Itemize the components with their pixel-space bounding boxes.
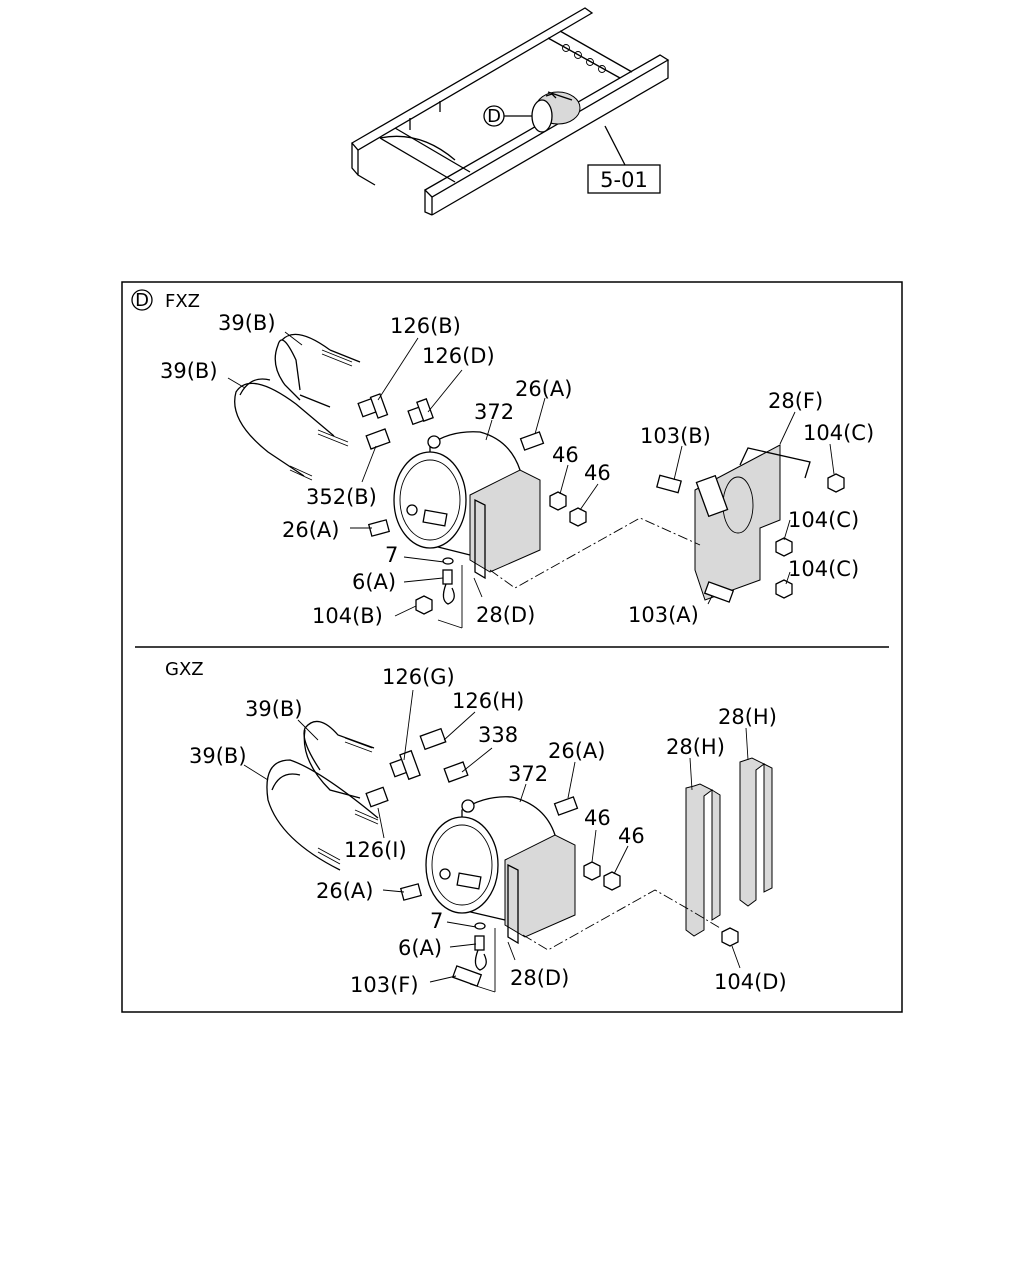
fitting-126i (365, 786, 389, 808)
label-104c-mid: 104(C) (788, 508, 859, 532)
plug-26a-top (519, 431, 545, 451)
label-338: 338 (478, 723, 518, 747)
label-103b: 103(B) (640, 424, 711, 448)
label-46-b: 46 (584, 461, 611, 485)
label-126d: 126(D) (422, 344, 495, 368)
chassis-frame-overview: D 5-01 (350, 7, 670, 216)
bolt-103a (703, 581, 735, 603)
label-46-b-gxz: 46 (618, 824, 645, 848)
label-46-a: 46 (552, 443, 579, 467)
label-103a: 103(A) (628, 603, 699, 627)
label-7-gxz: 7 (430, 909, 443, 933)
label-28d: 28(D) (476, 603, 535, 627)
label-26a-top-gxz: 26(A) (548, 739, 605, 763)
detail-frame (121, 281, 903, 1013)
label-28h-left: 28(H) (666, 735, 725, 759)
panel-fxz: D FXZ (131, 289, 874, 629)
nut-46-b-gxz (603, 871, 621, 891)
reference-box-label: 5-01 (600, 168, 648, 192)
fitting-126h (419, 727, 447, 751)
label-39b-upper: 39(B) (218, 311, 276, 335)
label-6a: 6(A) (352, 570, 396, 594)
label-126g: 126(G) (382, 665, 455, 689)
label-104b: 104(B) (312, 604, 383, 628)
label-372-gxz: 372 (508, 762, 548, 786)
bolt-103f (451, 965, 483, 987)
label-39b-lower: 39(B) (160, 359, 218, 383)
label-26a-top: 26(A) (515, 377, 572, 401)
label-39b-lower-gxz: 39(B) (189, 744, 247, 768)
drain-valve-6a (442, 569, 453, 585)
channel-28h-right (739, 757, 773, 907)
label-26a-front: 26(A) (282, 518, 339, 542)
label-28h-right: 28(H) (718, 705, 777, 729)
ubolt-gxz-upper (303, 720, 375, 771)
label-126h: 126(H) (452, 689, 524, 713)
nut-46-b (569, 507, 587, 527)
nut-46-a-gxz (583, 861, 601, 881)
label-39b-upper-gxz: 39(B) (245, 697, 303, 721)
tee-338 (443, 761, 469, 783)
plug-26a-front (367, 519, 391, 537)
washer-7-gxz (474, 922, 486, 930)
reference-box (587, 164, 661, 194)
washer-7 (442, 557, 454, 565)
nut-46-a (549, 491, 567, 511)
label-103f: 103(F) (350, 973, 419, 997)
adapter-352b (365, 428, 391, 450)
label-6a-gxz: 6(A) (398, 936, 442, 960)
nut-104d (721, 927, 739, 947)
ubolt-upper-a (274, 339, 301, 401)
callout-d-letter: D (487, 106, 501, 127)
label-46-a-gxz: 46 (584, 806, 611, 830)
label-26a-front-gxz: 26(A) (316, 879, 373, 903)
model-gxz-label: GXZ (165, 659, 204, 680)
nut-104c-low (775, 579, 793, 599)
label-104c-top: 104(C) (803, 421, 874, 445)
tank-band-gxz (504, 834, 576, 938)
label-7: 7 (385, 543, 398, 567)
nut-104b (415, 595, 433, 615)
bolt-103b (656, 474, 682, 494)
label-104d: 104(D) (714, 970, 787, 994)
label-104c-low: 104(C) (788, 557, 859, 581)
label-352b: 352(B) (306, 485, 377, 509)
tank-band-fxz (469, 469, 541, 573)
nut-104c-top (827, 473, 845, 493)
panel-callout-d-marker (131, 289, 153, 311)
plug-26a-front-gxz (399, 883, 423, 901)
panel-callout-d-letter: D (135, 290, 149, 311)
bracket-28f (694, 444, 781, 601)
label-28f: 28(F) (768, 389, 823, 413)
label-126i: 126(I) (344, 838, 407, 862)
label-28d-gxz: 28(D) (510, 966, 569, 990)
plug-26a-top-gxz (553, 796, 579, 816)
drain-valve-6a-gxz (474, 935, 485, 951)
nut-104c-mid (775, 537, 793, 557)
channel-28h-left (685, 783, 721, 937)
panel-gxz: GXZ (165, 659, 787, 997)
label-126b: 126(B) (390, 314, 461, 338)
label-372: 372 (474, 400, 514, 424)
model-fxz-label: FXZ (165, 291, 200, 312)
